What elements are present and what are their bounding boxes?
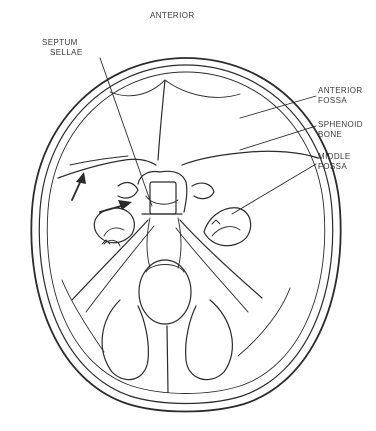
sphenoid-arrow-head — [76, 172, 86, 184]
anterior-clinoid-right — [192, 183, 214, 199]
crista-galli-midline — [158, 80, 165, 160]
petrous-ridge-left-inner — [86, 226, 154, 312]
posterior-fossa-left — [102, 300, 148, 380]
petrous-ridge-right-inner — [176, 228, 248, 312]
foramen-magnum — [139, 260, 191, 324]
transverse-sinus-right — [238, 288, 290, 356]
sella-turcica-outline — [138, 171, 187, 212]
anterior-fossa-floor-right — [165, 80, 240, 97]
petrous-ridge-left — [72, 220, 148, 300]
middle-fossa-leader-line — [232, 164, 316, 214]
internal-occipital-crest — [167, 326, 168, 392]
anterior-clinoid-left — [118, 183, 138, 198]
middle-fossa-left — [94, 208, 134, 243]
septum-sellae-leader-line — [100, 58, 152, 206]
middle-fossa-left-detail — [104, 228, 124, 236]
clivus-left — [147, 218, 150, 268]
clivus-right — [178, 218, 181, 268]
posterior-fossa-right — [186, 300, 233, 380]
clinoid-marker-right — [212, 220, 220, 224]
pituitary-fossa — [150, 182, 176, 214]
transverse-sinus-left — [62, 280, 104, 352]
sphenoid-bone-leader-line — [240, 126, 316, 150]
middle-fossa-right-detail — [212, 227, 240, 236]
sphenoid-ridge-right — [182, 151, 318, 165]
